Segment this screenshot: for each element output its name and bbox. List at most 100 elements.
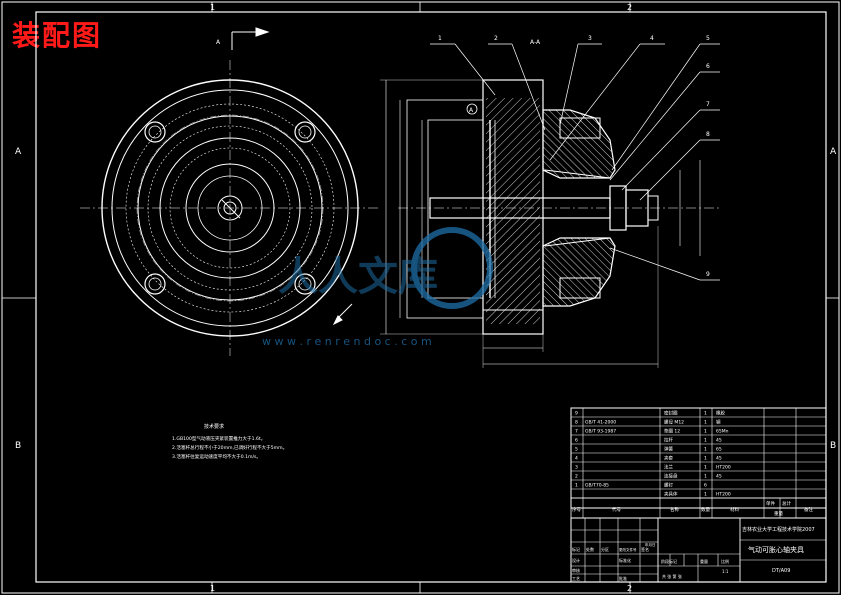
bom-cell-material: 45 (716, 456, 722, 462)
tb-approve: 批准 (619, 575, 627, 581)
tb-process: 工艺 (572, 576, 580, 581)
tech-requirements: 技术要求 1.GB100型气动液压夹紧装置推力大于1.6t。 2.活塞杆总行程不… (172, 423, 287, 460)
bom-h-name: 名称 (670, 506, 679, 513)
bom-cell-no: 7 (575, 429, 578, 435)
bom-cell-name: 垫圈 12 (664, 428, 680, 435)
bom-cell-no: 9 (575, 411, 578, 417)
grid-row-a: A (15, 147, 22, 157)
school-name: 吉林农业大学工程技术学院2007 (742, 526, 815, 533)
bom-h-code: 代号 (612, 506, 621, 513)
datum-label: A (469, 107, 474, 114)
tb-scale-val: 1:1 (722, 569, 729, 574)
tech-line-3: 3.活塞杆往复运动速度平均不大于0.1m/s。 (172, 453, 261, 460)
tb-zone: 分区 (601, 546, 609, 552)
tb-date: 年月日 (645, 542, 656, 547)
grid-row-b-right: B (830, 441, 836, 451)
leaders (430, 43, 720, 281)
grid-col-2-bottom: 2 (627, 584, 632, 593)
balloon-5: 5 (706, 35, 710, 42)
bom-h-total: 总计 (782, 500, 791, 507)
balloon-2: 2 (494, 35, 498, 42)
bom-cell-no: 2 (575, 474, 578, 480)
bom-cell-no: 6 (575, 438, 578, 444)
tech-line-1: 1.GB100型气动液压夹紧装置推力大于1.6t。 (172, 435, 265, 442)
tb-design: 设计 (572, 557, 580, 563)
bom-cell-material: 45 (716, 438, 722, 444)
bom-h-qty: 数量 (701, 506, 710, 513)
bom-cell-name: 密封圈 (664, 410, 678, 417)
section-label: A-A (530, 39, 541, 46)
bom-cell-no: 4 (575, 456, 578, 462)
bom-h-no: 序号 (572, 506, 581, 513)
title-block (570, 517, 827, 583)
tb-count: 处数 (586, 546, 594, 552)
tb-sheet: 共 张 第 张 (662, 573, 682, 579)
bom-h-unit: 单件 (766, 500, 775, 507)
view-marker-a: A (216, 39, 221, 46)
bom-cell-qty: 1 (704, 492, 707, 498)
bom-h-remark: 备注 (804, 506, 813, 513)
bom-cell-material: HT200 (716, 465, 731, 471)
bom-cell-qty: 1 (704, 429, 707, 435)
tb-audit: 审核 (572, 567, 580, 573)
balloon-7: 7 (706, 101, 710, 108)
grid-col-2: 2 (627, 3, 632, 12)
grid-row-b: B (15, 441, 21, 451)
view-arrow-top (231, 27, 270, 50)
watermark: 人人文库 w w w . r e n r e n d o c . c o m (262, 227, 493, 348)
bom-cell-qty: 6 (704, 483, 707, 489)
tb-std: 标准化 (619, 557, 631, 563)
bom-cell-material: 45 (716, 474, 722, 480)
tech-line-2: 2.活塞杆总行程不小于20mm,已调好行程不大于5mm。 (172, 444, 287, 451)
bom-cell-no: 1 (575, 483, 578, 489)
bom-h-mat: 材料 (730, 506, 739, 513)
inner-frame (35, 11, 827, 583)
bom-cell-name: 螺钉 (664, 482, 673, 489)
bom-cell-qty: 1 (704, 456, 707, 462)
bom-header: 序号 代号 名称 数量 材料 单件 总计 重量 备注 (570, 497, 827, 519)
bom-cell-name: 弹簧 (664, 446, 673, 453)
tb-scale: 比例 (721, 558, 729, 564)
bom-cell-qty: 1 (704, 465, 707, 471)
tb-stage: 阶段标记 (661, 558, 677, 564)
bom-cell-qty: 1 (704, 438, 707, 444)
view-arrow-bottom (332, 303, 353, 326)
bom-cell-name: 夹具体 (664, 491, 678, 498)
bom-cell-qty: 1 (704, 411, 707, 417)
grid-col-1: 1 (210, 3, 215, 12)
datum-circle (466, 103, 478, 115)
watermark-url: w w w . r e n r e n d o c . c o m (262, 335, 432, 348)
tb-change-doc: 更改文件号 (619, 547, 637, 552)
bom-h-weight: 重量 (774, 510, 783, 517)
bom-cell-name: 夹套 (664, 455, 673, 462)
bom-cell-no: 3 (575, 465, 578, 471)
tb-sign: 签名 (641, 546, 649, 552)
tb-weight: 重量 (700, 558, 708, 564)
drawing-title: 装配图 (12, 19, 103, 52)
bom-cell-material: HT200 (716, 492, 731, 498)
drawing-number: DT/A09 (772, 568, 790, 574)
bom-cell-no: 5 (575, 447, 578, 453)
grid-col-1-bottom: 1 (210, 584, 215, 593)
bom-cell-code: GB/T 41-2000 (585, 420, 616, 426)
bom-cell-name: 拉杆 (664, 437, 673, 444)
bom-cell-no: 8 (575, 420, 578, 426)
bom-cell-material: 65 (716, 447, 722, 453)
bom-cell-qty: 1 (704, 420, 707, 426)
tb-mark: 标记 (572, 546, 580, 552)
bom-table (570, 407, 827, 518)
front-view (80, 60, 380, 356)
bom-cell-material: 橡胶 (716, 410, 725, 417)
bom-cell-qty: 1 (704, 447, 707, 453)
tech-heading: 技术要求 (204, 423, 224, 430)
drawing-name: 气动可胀心轴夹具 (748, 545, 804, 554)
balloon-1: 1 (438, 35, 442, 42)
balloon-9: 9 (706, 271, 710, 278)
bom-cell-name: 连接盘 (664, 473, 678, 480)
bom-cell-name: 法兰 (664, 464, 673, 471)
balloon-3: 3 (588, 35, 592, 42)
watermark-text: 人人文库 (278, 254, 438, 300)
